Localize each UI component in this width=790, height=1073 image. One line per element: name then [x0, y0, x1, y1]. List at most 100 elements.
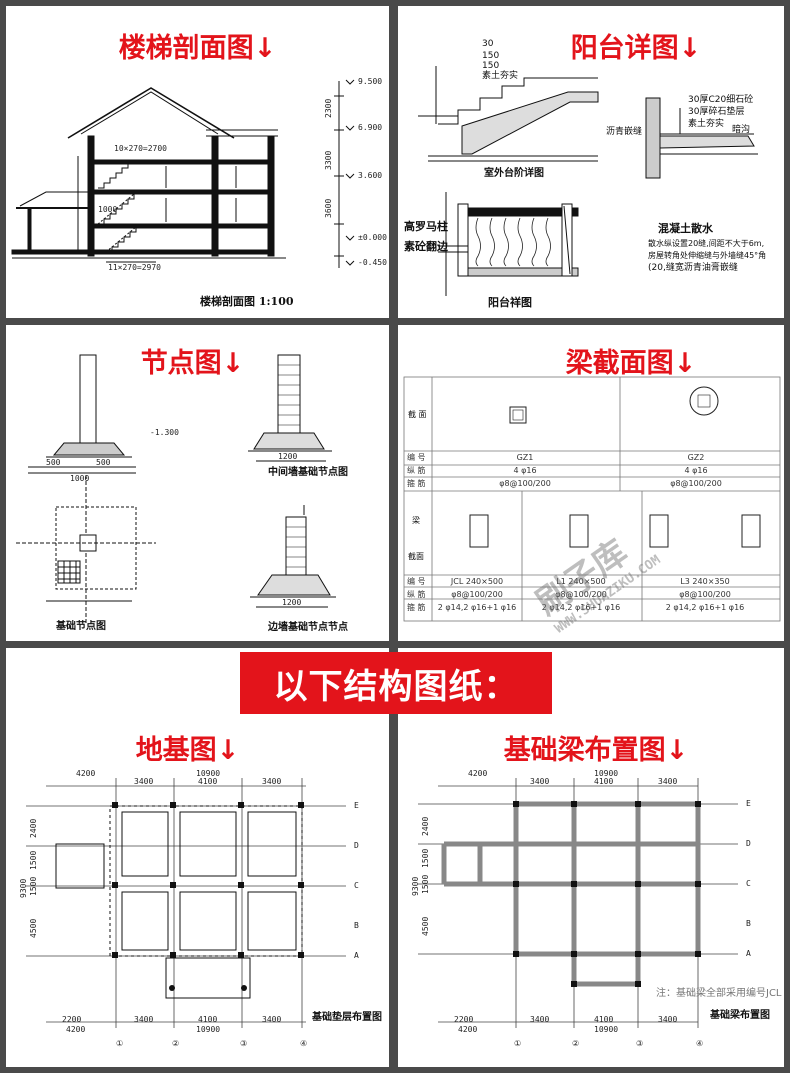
dim-top-3400a: 3400 [530, 777, 549, 786]
edge-dim-1200: 1200 [282, 598, 301, 607]
dim-top-10900: 10900 [196, 769, 220, 778]
cell-l3: L3 240×350 [680, 577, 730, 586]
dim-top-4200: 4200 [468, 769, 487, 778]
cell-l1: L1 240×500 [556, 577, 606, 586]
dim-side-1500a: 1500 [421, 849, 430, 868]
dim-bot-3400a: 3400 [134, 1015, 153, 1024]
cell-gz2-stirrup: φ8@100/200 [670, 479, 722, 488]
row-label: 编 号 [407, 577, 426, 586]
elevation-0000: ±0.000 [358, 233, 387, 242]
dim-bot-3400b: 3400 [262, 1015, 281, 1024]
height-2300: 2300 [324, 99, 333, 118]
mid-wall-caption: 中间墙基础节点图 [268, 467, 348, 478]
panel-beam-layout: 基础梁布置图↓ [398, 648, 784, 1067]
node-dim-500b: 500 [96, 458, 111, 467]
stair-dim-lower: 11×270=2970 [108, 263, 161, 272]
drain-title: 混凝土散水 [658, 222, 713, 235]
panel-title: 梁截面图↓ [565, 348, 697, 379]
axis-row-B: B [354, 921, 359, 930]
dim-side-2400: 2400 [421, 817, 430, 836]
steps-caption: 室外台阶详图 [484, 168, 544, 179]
panel-title: 基础梁布置图↓ [503, 735, 689, 766]
step-layer-4: 素土夯实 [482, 71, 519, 81]
row-label: 纵 筋 [407, 466, 426, 475]
dim-side-4500: 4500 [421, 917, 430, 936]
dim-bot-4100: 4100 [594, 1015, 613, 1024]
axis-row-A: A [746, 949, 751, 958]
axis-col-2: ② [572, 1039, 579, 1048]
drain-layer-5: 沥青嵌缝 [606, 127, 643, 137]
dim-bot-3400b: 3400 [658, 1015, 677, 1024]
beam-note: 注：基础梁全部采用编号JCL [656, 988, 782, 999]
beam-layout-caption: 基础梁布置图 [710, 1010, 770, 1021]
step-layer-2: 150 [482, 51, 500, 61]
dim-side-4500: 4500 [29, 919, 38, 938]
cell-gz2: GZ2 [687, 453, 705, 462]
foundation-plan-drawing: 4200 3400 10900 4100 3400 2200 3400 4100… [19, 769, 359, 1048]
panel-title: 阳台详图↓ [570, 33, 702, 64]
row-label: 纵 筋 [407, 590, 426, 599]
axis-row-A: A [354, 951, 359, 960]
cell-gz1-stirrup: φ8@100/200 [499, 479, 551, 488]
panel-node-detail: 节点图↓ [6, 325, 389, 641]
dim-top-3400b: 3400 [262, 777, 281, 786]
panel-stair-section: 楼梯剖面图↓ [6, 6, 389, 318]
step-layer-3: 150 [482, 61, 500, 71]
node-detail-drawing: 500 500 1000 1200 1200 -1.300 [16, 354, 336, 625]
dim-side-1500b: 1500 [421, 875, 430, 894]
cell-jcl-stirrup: 2 φ14,2 φ16+1 φ16 [437, 603, 517, 612]
node-elev: -1.300 [150, 428, 179, 437]
cell-l3-bars: φ8@100/200 [679, 590, 731, 599]
elevation-3600: 3.600 [358, 171, 382, 180]
panel-balcony-detail: 阳台详图↓ 30 150 150 素土夯实 30厚C20细石砼 30厚碎石垫层 … [398, 6, 784, 318]
mid-dim-1200: 1200 [278, 452, 297, 461]
panel-title: 地基图↓ [135, 735, 240, 766]
beam-table-top: 编 号 GZ1 GZ2 纵 筋 4 φ16 4 φ16 箍 筋 φ8@100/200 φ8@… [404, 451, 774, 490]
axis-col-3: ③ [240, 1039, 247, 1048]
node-dim-500a: 500 [46, 458, 61, 467]
axis-row-B: B [746, 919, 751, 928]
elevation-minus-0450: -0.450 [358, 258, 387, 267]
panel-title: 楼梯剖面图↓ [118, 33, 277, 64]
edge-wall-caption: 边墙基础节点节点 [268, 622, 348, 633]
column-label: 高罗马柱 [404, 220, 448, 233]
dim-bot-4100: 4100 [198, 1015, 217, 1024]
dim-side-1500b: 1500 [29, 877, 38, 896]
cell-jcl: JCL 240×500 [450, 577, 504, 586]
beam-layout-drawing: 4200 3400 10900 4100 3400 2200 3400 4100… [411, 769, 751, 1048]
dim-side-2400: 2400 [29, 819, 38, 838]
drain-layer-1: 30厚C20细石砼 [688, 95, 754, 105]
axis-col-1: ① [116, 1039, 123, 1048]
dim-side-1500a: 1500 [29, 851, 38, 870]
axis-row-E: E [354, 801, 359, 810]
height-3300: 3300 [324, 151, 333, 170]
dim-top-3400a: 3400 [134, 777, 153, 786]
panel-title: 节点图↓ [140, 348, 245, 379]
row-label: 箍 筋 [407, 479, 426, 488]
cell-gz2-bars: 4 φ16 [684, 466, 708, 475]
row-label: 编 号 [407, 453, 426, 462]
drain-layer-4: 暗沟 [732, 125, 751, 135]
dim-bot-3400a: 3400 [530, 1015, 549, 1024]
structure-drawings-banner: 以下结构图纸： [240, 652, 552, 714]
dim-top-10900: 10900 [594, 769, 618, 778]
axis-col-4: ④ [300, 1039, 307, 1048]
axis-col-4: ④ [696, 1039, 703, 1048]
drain-note-2: 房屋转角处伸缩缝与外墙缝45°角 [648, 251, 767, 260]
drain-layer-3: 素土夯实 [688, 119, 725, 129]
axis-col-3: ③ [636, 1039, 643, 1048]
dim-side-9300: 9300 [19, 879, 28, 898]
cell-gz1-bars: 4 φ16 [513, 466, 537, 475]
dim-top-4100: 4100 [594, 777, 613, 786]
stair-dim-upper: 10×270=2700 [114, 144, 167, 153]
foundation-caption: 基础垫层布置图 [312, 1012, 382, 1023]
dim-bot-2200: 2200 [454, 1015, 473, 1024]
axis-col-1: ① [514, 1039, 521, 1048]
dim-bot-10900: 10900 [196, 1025, 220, 1034]
drain-note-1: 散水纵设置20缝,间距不大于6m, [648, 239, 765, 248]
balcony-caption: 阳台祥图 [488, 296, 532, 309]
cell-gz1: GZ1 [516, 453, 534, 462]
axis-row-C: C [746, 879, 751, 888]
panel-foundation: 地基图↓ [6, 648, 389, 1067]
dim-side-9300: 9300 [411, 877, 420, 896]
